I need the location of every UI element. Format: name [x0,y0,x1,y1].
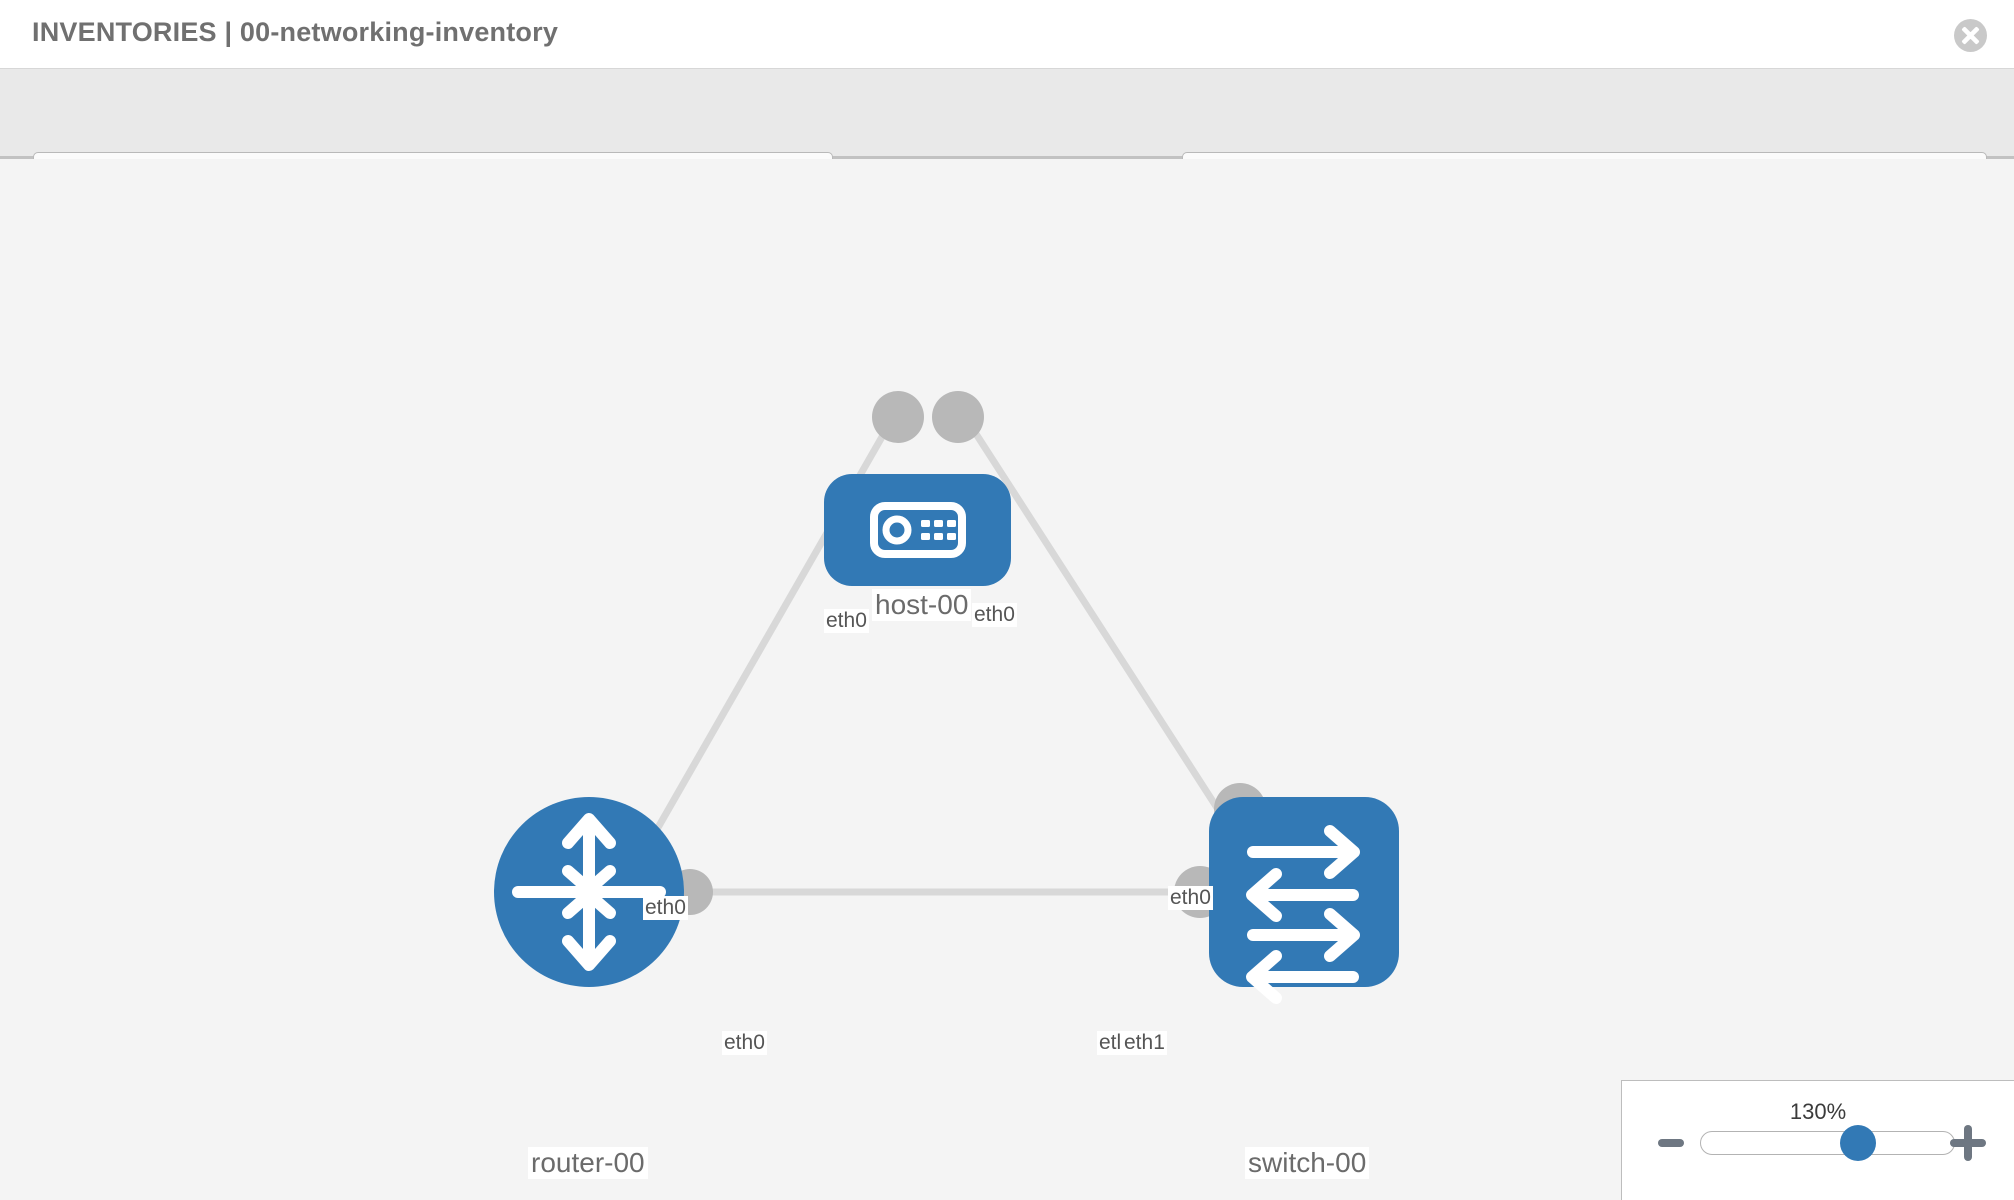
edge-label: eth0 [1168,886,1213,911]
minus-icon[interactable] [1658,1139,1684,1147]
toolbar: ACTIONS SEARCH [0,69,2014,204]
window-header: INVENTORIES | 00-networking-inventory [0,0,2014,69]
page-title: INVENTORIES | 00-networking-inventory [32,17,559,47]
topology-canvas[interactable]: host-00 router-00 switch-00 eth0 eth0 et… [0,159,2014,1200]
edge-label: eth0 [643,896,688,921]
zoom-level-label: 130% [1789,1099,1847,1124]
link-host-switch [957,407,1253,861]
connector-host-right [932,391,984,443]
edge-label: eth1 [1122,1031,1167,1056]
edge-label: eth0 [824,609,869,634]
node-router-00 [494,797,684,987]
zoom-control-panel: 130% [1621,1080,2014,1200]
plus-icon[interactable] [1950,1125,1986,1161]
node-label-host-00: host-00 [872,589,972,622]
node-label-switch-00: switch-00 [1245,1147,1370,1180]
node-switch-00 [1209,797,1399,1004]
edge-label: eth0 [972,603,1017,628]
edge-label: etl [1097,1031,1124,1056]
close-icon[interactable] [1954,19,1987,52]
edge-label: eth0 [722,1031,767,1056]
zoom-slider[interactable] [1700,1125,1955,1161]
node-label-router-00: router-00 [528,1147,648,1180]
connector-host-left [872,391,924,443]
node-host-00 [824,474,1011,586]
zoom-slider-handle[interactable] [1839,1125,1876,1161]
